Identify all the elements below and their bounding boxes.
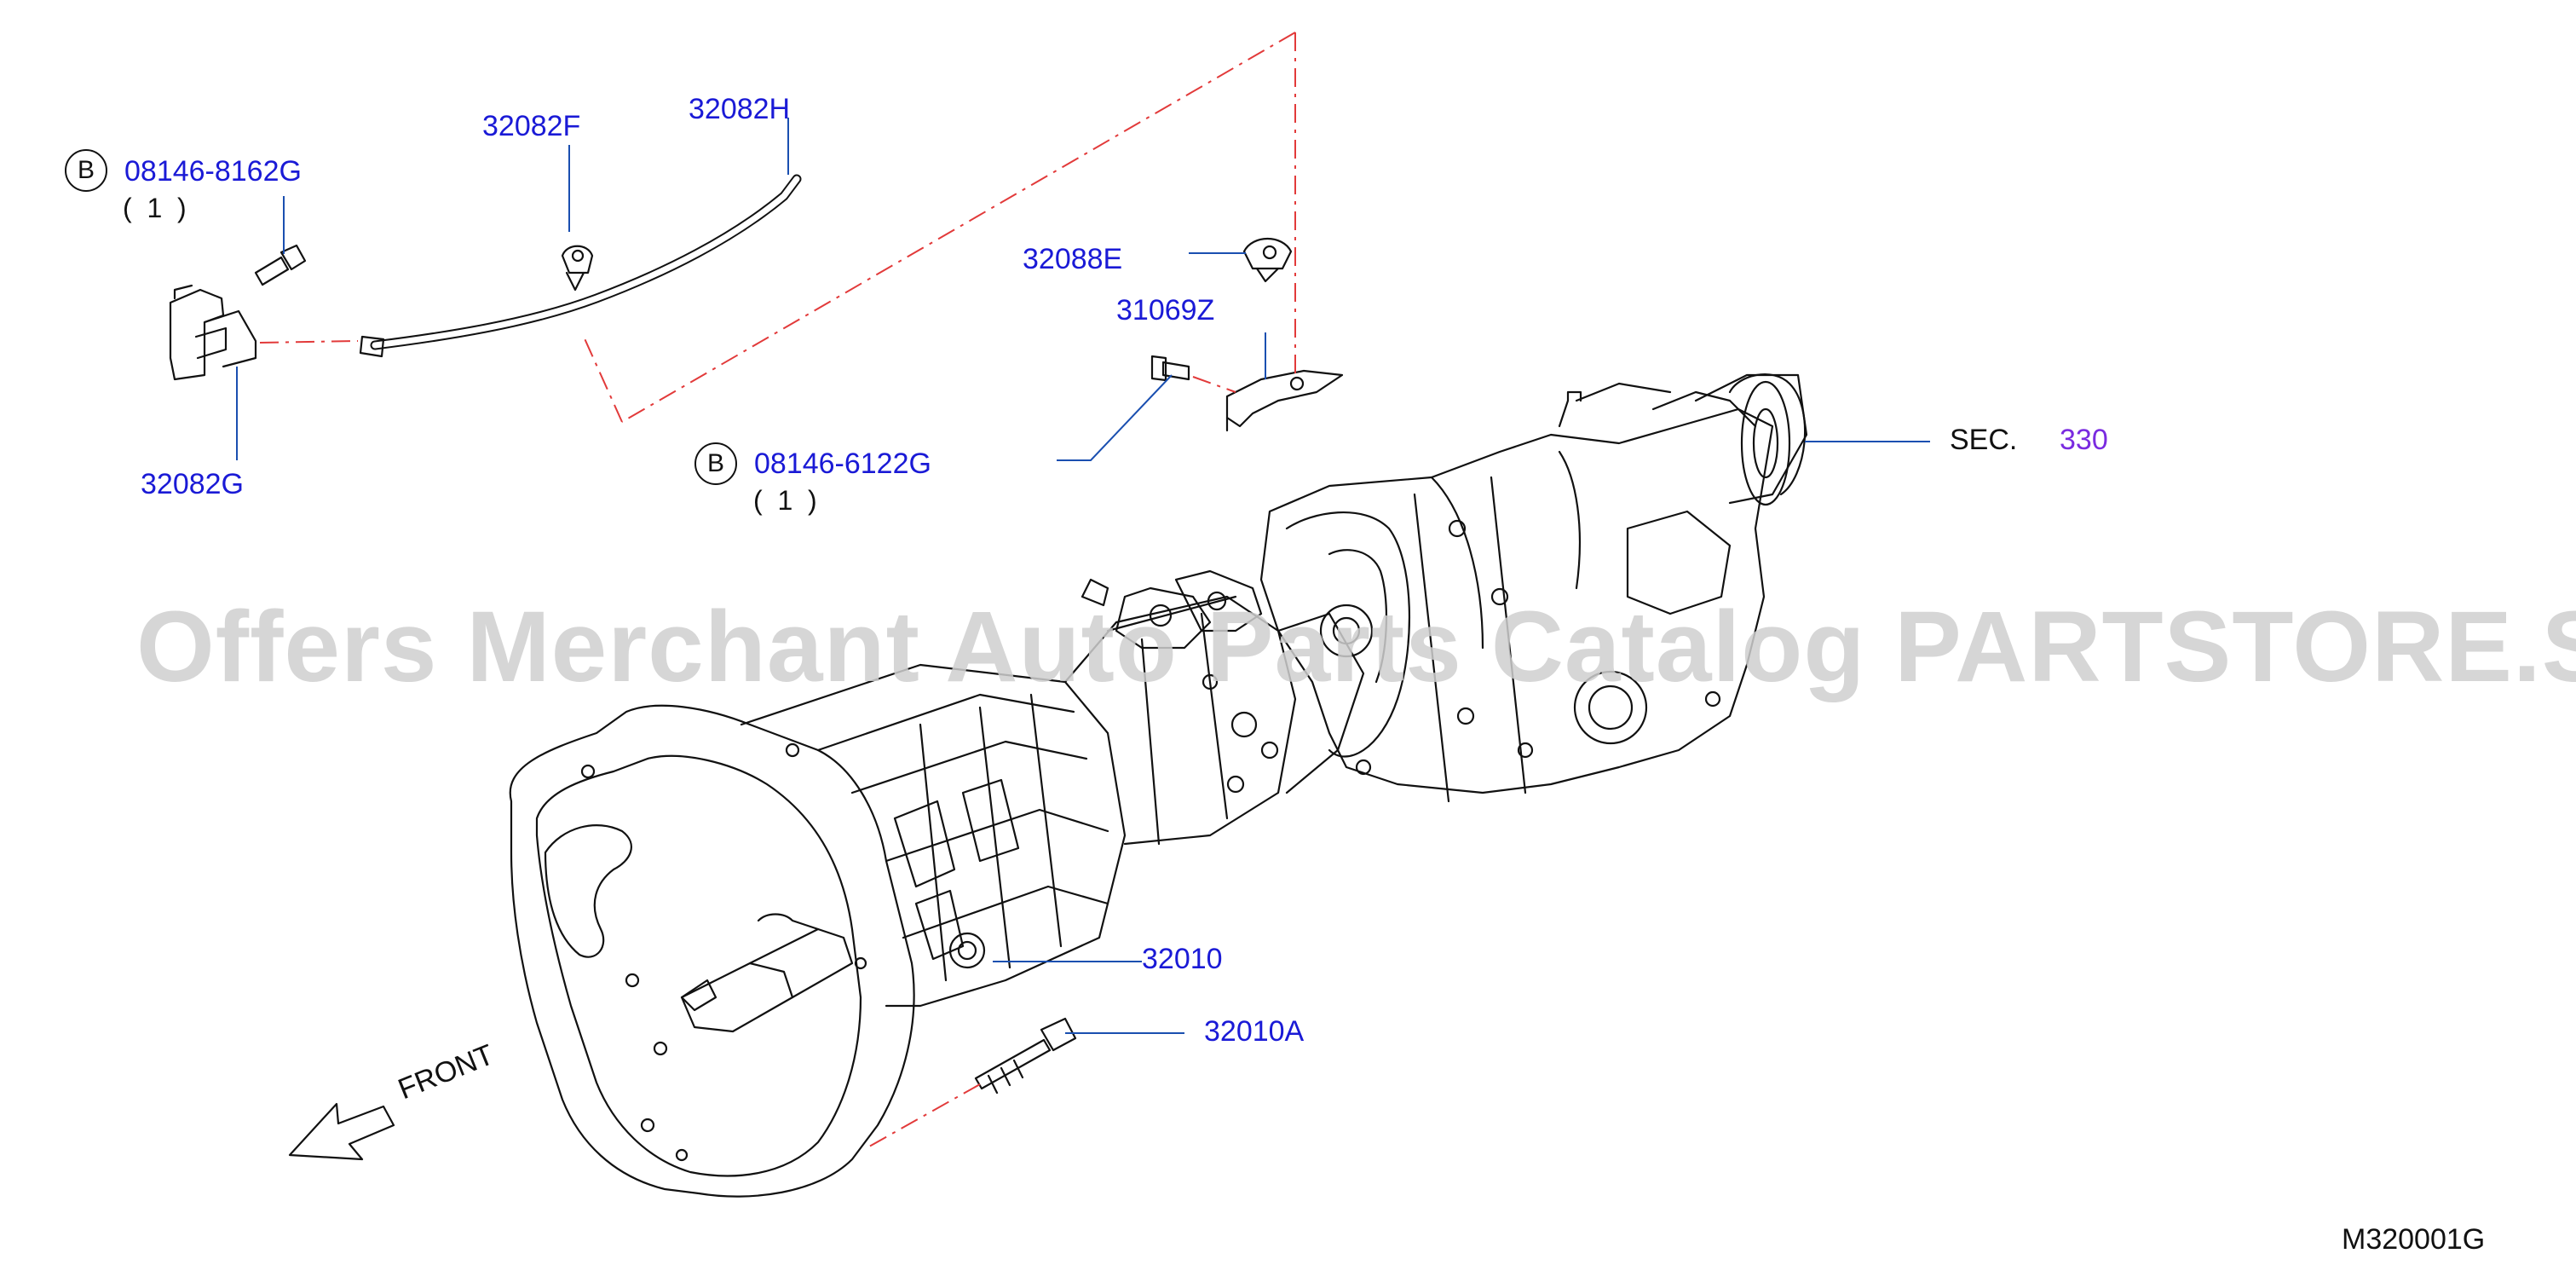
qty-08146-6122g: ( 1 ) <box>753 485 817 516</box>
part-link-32088e[interactable]: 32088E <box>1023 243 1123 275</box>
section-ref-link-330[interactable]: 330 <box>2060 424 2108 456</box>
diagram-code: M320001G <box>2342 1223 2486 1256</box>
bolt-badge-b: B <box>694 442 737 485</box>
qty-08146-8162g: ( 1 ) <box>123 193 187 223</box>
harness-32082h <box>359 174 802 358</box>
transmission-assembly <box>509 569 1365 1198</box>
part-link-08146-6122g[interactable]: 08146-6122G <box>754 448 931 480</box>
bolt-08146-8162g <box>254 244 307 286</box>
part-link-31069z[interactable]: 31069Z <box>1116 294 1215 326</box>
clip-32082f <box>561 245 594 292</box>
part-link-32082h[interactable]: 32082H <box>689 93 791 125</box>
bolt-badge-b: B <box>65 149 107 192</box>
bracket-31069z <box>1225 369 1344 432</box>
part-link-32010[interactable]: 32010 <box>1142 943 1223 975</box>
bracket-32082g <box>169 284 257 381</box>
part-link-32010a[interactable]: 32010A <box>1204 1015 1305 1048</box>
leader-lines <box>236 118 1930 1034</box>
phantom-lines <box>259 32 1296 1147</box>
part-link-32082f[interactable]: 32082F <box>482 110 581 142</box>
bolt-32010a <box>974 1017 1077 1095</box>
clip-32088e <box>1242 238 1293 283</box>
front-arrow <box>288 1102 395 1161</box>
transfer-case <box>1259 373 1808 803</box>
watermark: Offers Merchant Auto Parts Catalog PARTS… <box>136 591 2576 703</box>
part-link-32082g[interactable]: 32082G <box>141 468 244 500</box>
section-ref-prefix: SEC. <box>1950 424 2018 456</box>
part-link-08146-8162g[interactable]: 08146-8162G <box>124 155 302 188</box>
